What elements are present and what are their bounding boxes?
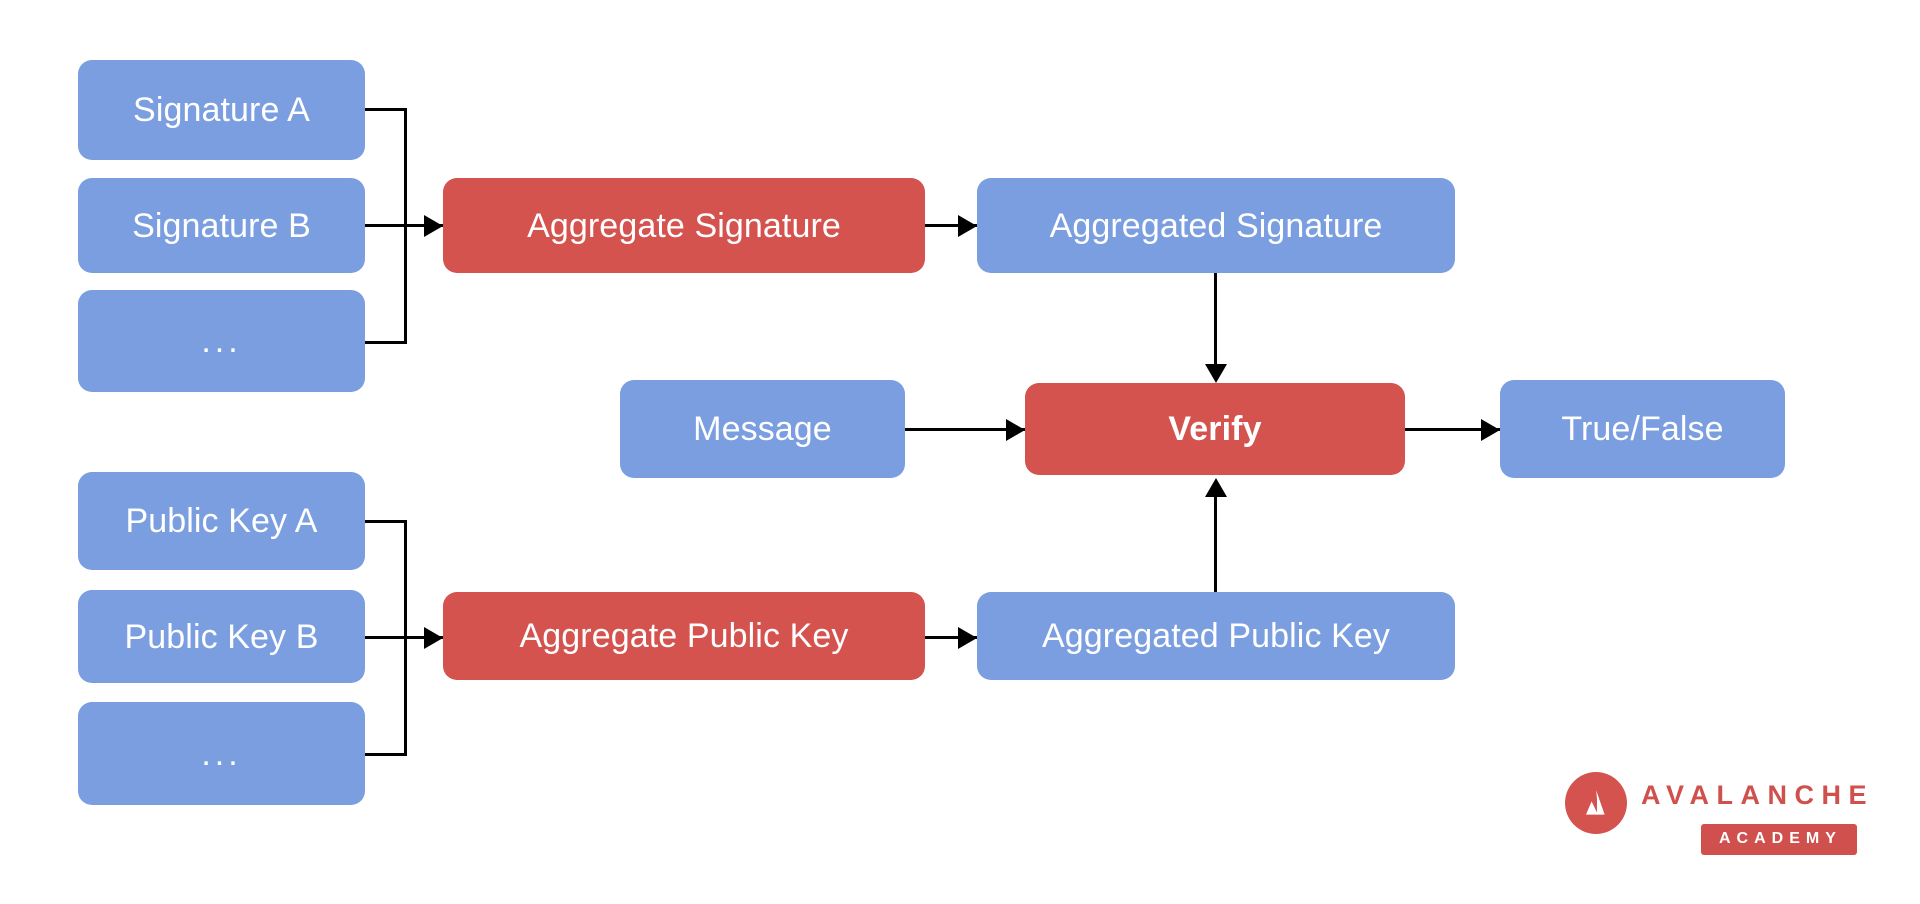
node-label: Message bbox=[693, 410, 832, 448]
arrowhead-result bbox=[1481, 419, 1500, 441]
connector-aggregated-signature-to-verify bbox=[1214, 273, 1217, 366]
connector-signature-to-aggregate bbox=[365, 224, 443, 227]
connector-aggregated-public-key-to-verify bbox=[1214, 495, 1217, 592]
node-message[interactable]: Message bbox=[620, 380, 905, 478]
connector-message-to-verify bbox=[905, 428, 1025, 431]
connector-signature-more-stub bbox=[365, 341, 407, 344]
node-label: Signature B bbox=[132, 206, 311, 245]
node-signature-b[interactable]: Signature B bbox=[78, 178, 365, 273]
node-aggregate-public-key[interactable]: Aggregate Public Key bbox=[443, 592, 925, 680]
arrowhead-aggregated-public-key bbox=[958, 627, 977, 649]
node-signature-a[interactable]: Signature A bbox=[78, 60, 365, 160]
connector-aggregate-to-aggregated-public-key bbox=[925, 636, 977, 639]
node-verify[interactable]: Verify bbox=[1025, 383, 1405, 475]
node-public-key-b[interactable]: Public Key B bbox=[78, 590, 365, 683]
node-public-key-a[interactable]: Public Key A bbox=[78, 472, 365, 570]
avalanche-wordmark: AVALANCHE bbox=[1641, 780, 1874, 810]
connector-public-key-a-stub bbox=[365, 520, 407, 523]
arrowhead-signature-to-aggregate bbox=[424, 215, 443, 237]
arrowhead-verify-top bbox=[1205, 364, 1227, 383]
node-label: Public Key A bbox=[125, 502, 318, 540]
connector-signature-a-stub bbox=[365, 108, 407, 111]
node-label: Verify bbox=[1168, 410, 1262, 448]
node-label: Aggregate Public Key bbox=[519, 617, 849, 655]
node-label: True/False bbox=[1561, 410, 1724, 448]
node-label: Aggregate Signature bbox=[527, 206, 841, 245]
avalanche-academy-logo: AVALANCHE ACADEMY bbox=[1565, 772, 1885, 864]
arrowhead-verify-bottom bbox=[1205, 478, 1227, 497]
node-label: ... bbox=[201, 322, 242, 360]
arrowhead-public-key-to-aggregate bbox=[424, 627, 443, 649]
node-signature-more[interactable]: ... bbox=[78, 290, 365, 392]
node-label: Aggregated Public Key bbox=[1042, 617, 1390, 655]
connector-aggregate-to-aggregated-signature bbox=[925, 224, 977, 227]
avalanche-logo-icon bbox=[1565, 772, 1627, 834]
node-label: Public Key B bbox=[124, 617, 319, 656]
node-label: Aggregated Signature bbox=[1049, 206, 1383, 245]
connector-public-key-more-stub bbox=[365, 753, 407, 756]
node-aggregate-signature[interactable]: Aggregate Signature bbox=[443, 178, 925, 273]
connector-verify-to-result bbox=[1405, 428, 1500, 431]
node-label: Signature A bbox=[133, 91, 310, 129]
node-true-false[interactable]: True/False bbox=[1500, 380, 1785, 478]
node-public-key-more[interactable]: ... bbox=[78, 702, 365, 805]
node-label: ... bbox=[201, 734, 242, 773]
arrowhead-verify-left bbox=[1006, 419, 1025, 441]
node-aggregated-signature[interactable]: Aggregated Signature bbox=[977, 178, 1455, 273]
academy-badge: ACADEMY bbox=[1701, 824, 1857, 855]
connector-public-key-to-aggregate bbox=[365, 636, 443, 639]
arrowhead-aggregated-signature bbox=[958, 215, 977, 237]
node-aggregated-public-key[interactable]: Aggregated Public Key bbox=[977, 592, 1455, 680]
